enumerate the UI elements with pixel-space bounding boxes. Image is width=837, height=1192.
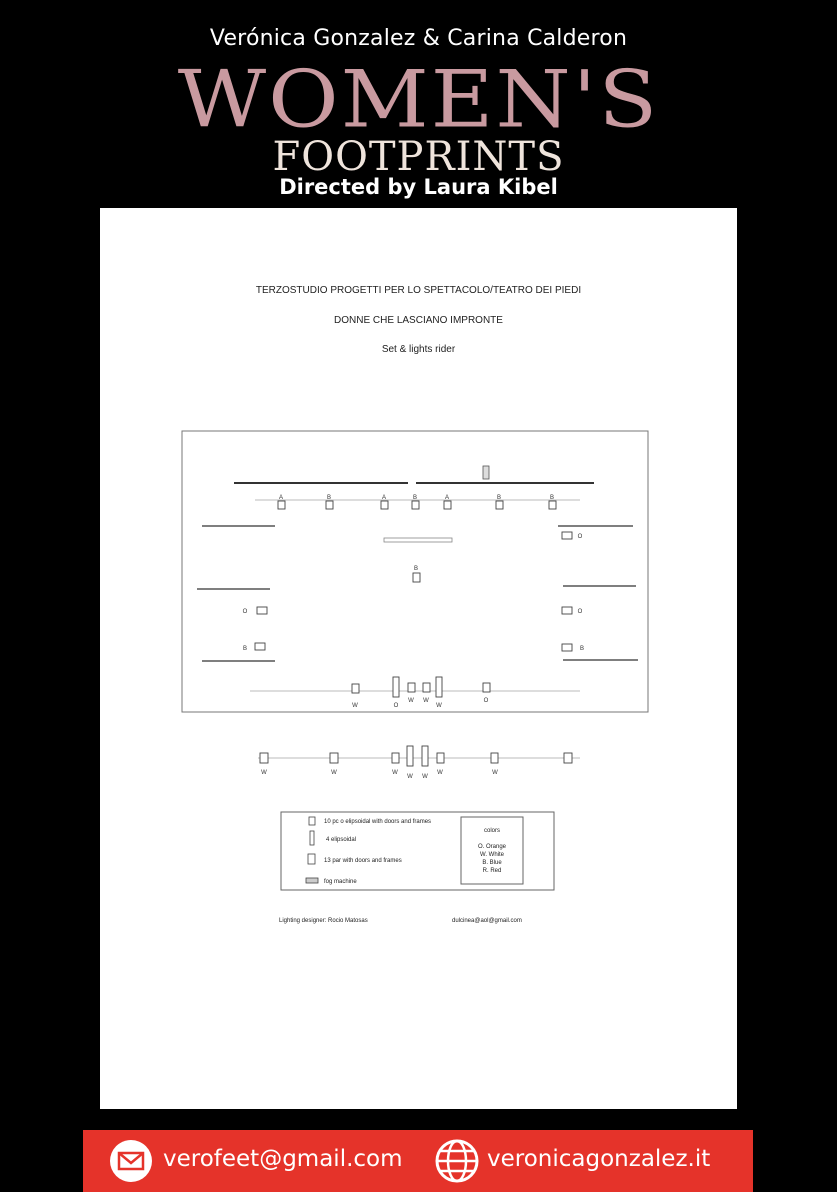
fixture-left-1 [256,606,268,615]
fixture-top-5 [443,500,452,510]
fixture-stage-5 [435,676,443,698]
fixture-top-3 [380,500,389,510]
fixture-top-6 [495,500,504,510]
label-stage-4: W [423,698,429,704]
label-front-7: W [492,770,498,776]
colors-box [460,816,524,885]
label-right-2: O [578,609,583,615]
legend-item-1: 10 pc o elipsoidal with doors and frames [324,819,431,825]
director-credit: Directed by Laura Kibel [279,175,558,199]
doc-rider-title: Set & lights rider [381,344,456,355]
legend-item-2: 4 elipsoidal [326,837,356,843]
contact-email[interactable]: verofeet@gmail.com [163,1146,403,1172]
fixture-top-7 [548,500,557,510]
label-front-3: W [392,770,398,776]
label-stage-2: O [394,703,399,709]
fixture-front-1 [259,752,269,764]
label-front-6: W [437,770,443,776]
stage-frame [181,430,649,713]
label-left-1: O [243,609,248,615]
colors-title: colors [484,828,500,834]
label-front-1: W [261,770,267,776]
fixture-left-2 [254,642,266,651]
fixture-front-8 [563,752,573,764]
lighting-designer: Lighting designer: Rocio Matosas [279,918,368,924]
color-white: W. White [480,852,505,858]
globe-icon [435,1139,479,1183]
label-front-4: W [407,774,413,780]
legend-symbol-par [307,853,316,865]
stage-plan: A B A B A B B B O O B O B W O W W W O W … [181,430,649,924]
rider-document: TERZOSTUDIO PROGETTI PER LO SPETTACOLO/T… [100,208,737,1109]
label-left-2: B [243,646,247,652]
title-footprints: FOOTPRINTS [272,134,565,180]
authors: Verónica Gonzalez & Carina Calderon [209,26,628,51]
label-top-2: B [327,495,331,501]
fixture-right-2 [561,606,573,615]
fixture-front-2 [329,752,339,764]
label-stage-6: O [484,698,489,704]
legend-symbol-elipsoidal [309,830,315,846]
fixture-front-6 [436,752,445,764]
fixture-center [412,572,421,583]
label-front-2: W [331,770,337,776]
label-top-3: A [382,495,386,501]
fixture-front-5 [421,745,429,767]
contact-website[interactable]: veronicagonzalez.it [487,1146,711,1172]
legend-symbol-fog [305,877,319,884]
title-womens: WOMEN'S [177,54,660,146]
fixture-stage-6 [482,682,491,693]
fixture-right-1 [561,531,573,540]
legend-item-4: fog machine [324,879,357,885]
label-center: B [414,566,418,572]
legend-box [280,811,555,891]
label-front-5: W [422,774,428,780]
label-stage-3: W [408,698,414,704]
label-right-3: B [580,646,584,652]
fog-machine-top [482,465,490,480]
label-top-4: B [413,495,417,501]
color-orange: O. Orange [478,844,507,850]
label-top-7: B [550,495,554,501]
color-blue: B. Blue [482,860,502,866]
fixture-front-3 [391,752,400,764]
color-red: R. Red [483,868,502,874]
label-top-1: A [279,495,283,501]
doc-subheading: DONNE CHE LASCIANO IMPRONTE [334,315,503,326]
fixture-stage-4 [422,682,431,693]
fixture-top-2 [325,500,334,510]
designer-email: dulcinea@aol@gmail.com [452,918,522,924]
fixture-stage-1 [351,683,360,694]
fixture-stage-3 [407,682,416,693]
fixture-stage-2 [392,676,400,698]
fixture-front-7 [490,752,499,764]
fixture-right-3 [561,643,573,652]
fixture-top-1 [277,500,286,510]
label-right-1: O [578,534,583,540]
fixture-top-4 [411,500,420,510]
label-top-6: B [497,495,501,501]
label-top-5: A [445,495,449,501]
label-stage-1: W [352,703,358,709]
doc-heading: TERZOSTUDIO PROGETTI PER LO SPETTACOLO/T… [255,285,582,296]
fixture-front-4 [406,745,414,767]
legend-item-3: 13 par with doors and frames [324,858,402,864]
email-icon [110,1140,152,1182]
label-stage-5: W [436,703,442,709]
contact-footer: verofeet@gmail.com veronicagonzalez.it [83,1130,753,1192]
legend-symbol-pc [308,816,316,826]
